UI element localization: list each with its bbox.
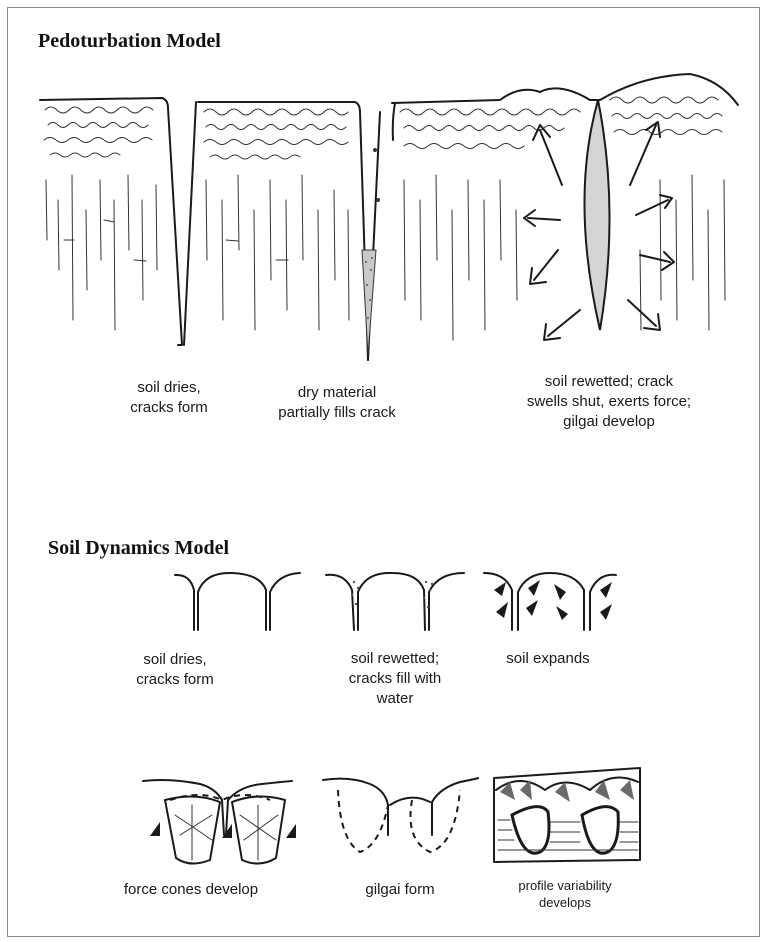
- gilgai-cone-right: [410, 790, 460, 852]
- soil-block-3-left-edge: [393, 103, 395, 140]
- caption-soil-dries-1: soil dries, cracks form: [104, 378, 234, 418]
- caption-soil-rewetted-gilgai: soil rewetted; crack swells shut, exerts…: [514, 372, 704, 432]
- dynamics-row1-panel2: [326, 573, 464, 630]
- caption-profile-variability: profile variability develops: [490, 877, 640, 911]
- pedoturbation-panel-2: [198, 102, 380, 360]
- topsoil-aggregates-3: [400, 97, 722, 149]
- dynamics-row2-panel3: [494, 768, 640, 862]
- closed-crack-lens: [584, 100, 609, 330]
- crack-fill-material: [362, 250, 376, 355]
- dynamics-row1-panel3: [484, 573, 616, 630]
- pedoturbation-panel-1: [40, 98, 196, 345]
- caption-force-cones: force cones develop: [96, 880, 286, 900]
- pedoturbation-panel-3: [392, 74, 738, 340]
- pedoturbation-title: Pedoturbation Model: [38, 30, 221, 53]
- subsoil-structure-3: [404, 175, 725, 340]
- topsoil-aggregates-2: [204, 109, 348, 159]
- soil-block-3-outline: [392, 74, 738, 105]
- soil-crack-1: [184, 102, 196, 345]
- caption-gilgai-form: gilgai form: [350, 880, 450, 900]
- caption-cracks-fill-water: soil rewetted; cracks fill with water: [330, 649, 460, 709]
- soil-dynamics-title: Soil Dynamics Model: [48, 537, 229, 560]
- gilgai-cone-left: [338, 790, 388, 852]
- dynamics-row1-panel1: [175, 573, 300, 630]
- caption-soil-expands: soil expands: [488, 649, 608, 669]
- topsoil-aggregates-1: [44, 107, 153, 157]
- caption-soil-dries-2: soil dries, cracks form: [110, 650, 240, 690]
- dynamics-row2-panel1: [143, 780, 296, 864]
- subsoil-structure-2: [206, 149, 380, 331]
- dynamics-row2-panel2: [323, 778, 478, 852]
- subsoil-structure-1: [46, 175, 157, 330]
- soil-block-2-outline: [198, 102, 368, 360]
- caption-dry-material: dry material partially fills crack: [262, 383, 412, 423]
- dry-crack-surface-1: [175, 575, 194, 630]
